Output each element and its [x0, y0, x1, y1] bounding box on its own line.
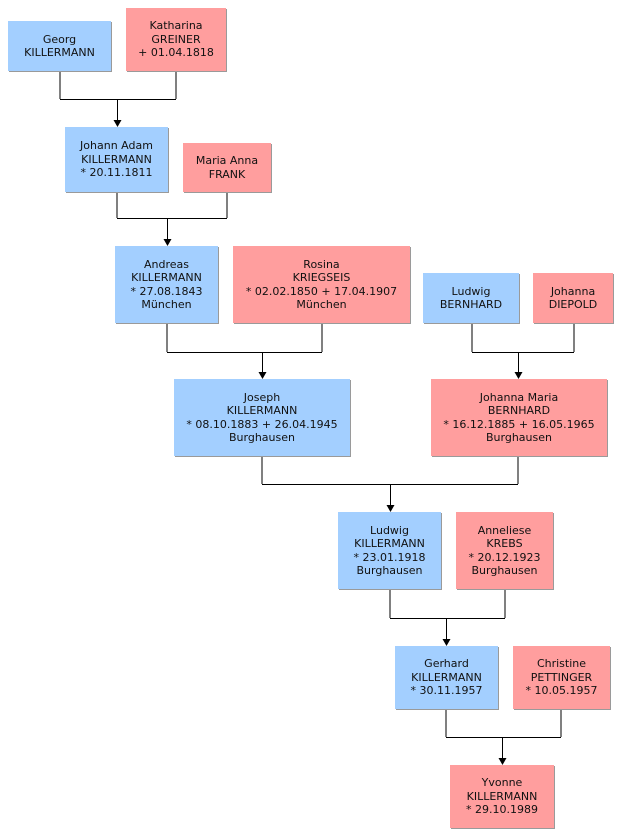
person-surname: DIEPOLD: [548, 298, 598, 311]
person-dates: * 10.05.1957: [525, 684, 598, 698]
person-place: München: [296, 298, 347, 311]
person-surname: BERNHARD: [487, 404, 551, 417]
person-dates: * 23.01.1918: [353, 550, 426, 564]
person-given-name: Gerhard: [424, 657, 469, 671]
person-given-name: Johann Adam: [80, 139, 153, 153]
person-given-name: Johanna Maria: [479, 390, 559, 404]
person-dates: * 20.11.1811: [80, 166, 153, 180]
person-dates: * 16.12.1885 + 16.05.1965: [443, 417, 595, 431]
person-given-name: Katharina: [149, 19, 203, 33]
person-yvonne-killermann: Yvonne KILLERMANN * 29.10.1989: [450, 765, 554, 828]
person-place: Burghausen: [229, 431, 295, 444]
person-dates: + 01.04.1818: [138, 46, 214, 60]
person-gerhard-killermann: Gerhard KILLERMANN * 30.11.1957: [395, 646, 498, 709]
person-maria-anna-frank: Maria Anna FRANK: [183, 143, 271, 192]
person-dates: * 08.10.1883 + 26.04.1945: [186, 417, 338, 431]
person-surname: KREBS: [486, 537, 523, 550]
person-surname: KILLERMANN: [411, 670, 482, 684]
person-christine-pettinger: Christine PETTINGER * 10.05.1957: [513, 646, 610, 709]
person-surname: BERNHARD: [439, 298, 503, 311]
person-given-name: Maria Anna: [195, 154, 259, 167]
person-given-name: Ludwig: [451, 284, 491, 298]
person-given-name: Rosina: [303, 257, 340, 271]
person-surname: KILLERMANN: [81, 152, 152, 166]
person-surname: KILLERMANN: [466, 789, 538, 803]
person-surname: KILLERMANN: [354, 537, 425, 550]
person-anneliese-krebs: Anneliese KREBS * 20.12.1923 Burghausen: [456, 512, 553, 589]
person-johann-adam-killermann: Johann Adam KILLERMANN * 20.11.1811: [65, 127, 168, 192]
person-place: Burghausen: [471, 564, 538, 577]
person-given-name: Christine: [536, 657, 587, 671]
person-dates: * 30.11.1957: [410, 684, 483, 698]
person-given-name: Anneliese: [477, 523, 532, 537]
person-place: München: [141, 298, 192, 311]
person-katharina-greiner: Katharina GREINER + 01.04.1818: [126, 8, 226, 71]
person-dates: * 02.02.1850 + 17.04.1907: [245, 284, 398, 298]
person-given-name: Georg: [42, 32, 77, 46]
person-given-name: Ludwig: [370, 523, 409, 537]
person-dates: * 27.08.1843: [130, 284, 203, 298]
person-given-name: Andreas: [144, 257, 189, 271]
person-surname: KRIEGSEIS: [292, 271, 351, 284]
person-ludwig-killermann: Ludwig KILLERMANN * 23.01.1918 Burghause…: [338, 512, 441, 589]
person-surname: KILLERMANN: [226, 404, 298, 417]
person-surname: FRANK: [208, 167, 246, 181]
person-surname: KILLERMANN: [131, 271, 202, 284]
person-surname: KILLERMANN: [24, 46, 95, 59]
person-given-name: Johanna: [550, 284, 596, 298]
person-dates: * 20.12.1923: [468, 550, 541, 564]
person-surname: PETTINGER: [530, 670, 593, 684]
person-place: Burghausen: [486, 431, 552, 444]
person-johanna-maria-bernhard: Johanna Maria BERNHARD * 16.12.1885 + 16…: [431, 379, 607, 456]
person-georg-killermann: Georg KILLERMANN: [8, 21, 111, 71]
person-rosina-kriegseis: Rosina KRIEGSEIS * 02.02.1850 + 17.04.19…: [233, 246, 410, 323]
person-place: Burghausen: [356, 564, 423, 577]
person-surname: GREINER: [151, 32, 201, 46]
person-ludwig-bernhard: Ludwig BERNHARD: [423, 273, 519, 323]
person-dates: * 29.10.1989: [466, 803, 538, 817]
person-johanna-diepold: Johanna DIEPOLD: [533, 273, 613, 323]
person-andreas-killermann: Andreas KILLERMANN * 27.08.1843 München: [115, 246, 218, 323]
person-given-name: Yvonne: [481, 776, 523, 790]
person-joseph-killermann: Joseph KILLERMANN * 08.10.1883 + 26.04.1…: [174, 379, 350, 456]
person-given-name: Joseph: [243, 390, 281, 404]
